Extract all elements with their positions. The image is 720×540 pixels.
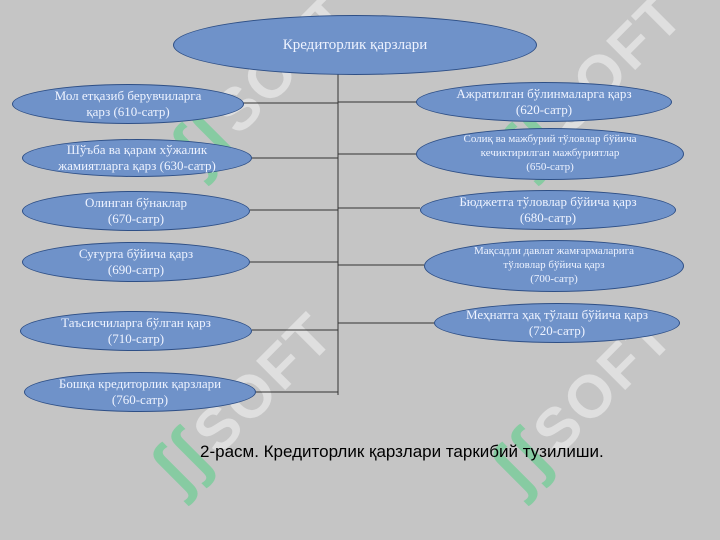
right-node-1: Ажратилган бўлинмаларга қарз (620-сатр) xyxy=(416,82,672,122)
right-node-4: Мақсадли давлат жамғармаларига тўловлар … xyxy=(424,240,684,292)
right-node-5: Меҳнатга ҳақ тўлаш бўйича қарз (720-сатр… xyxy=(434,303,680,343)
left-node-4: Суғурта бўйича қарз (690-сатр) xyxy=(22,242,250,282)
root-node: Кредиторлик қарзлари xyxy=(173,15,537,75)
right-node-3: Бюджетга тўловлар бўйича қарз (680-сатр) xyxy=(420,190,676,230)
left-node-2: Шўъба ва қарам хўжалик жамиятларга қарз … xyxy=(22,139,252,177)
right-node-2: Солиқ ва мажбурий тўловлар бўйича кечикт… xyxy=(416,128,684,180)
left-node-6: Бошқа кредиторлик қарзлари (760-сатр) xyxy=(24,372,256,412)
left-node-5: Таъсисчиларга бўлган қарз (710-сатр) xyxy=(20,311,252,351)
left-node-3: Олинган бўнаклар (670-сатр) xyxy=(22,191,250,231)
figure-caption: 2-расм. Кредиторлик қарзлари таркибий ту… xyxy=(200,442,604,461)
left-node-1: Мол етқазиб берувчиларга қарз (610-сатр) xyxy=(12,84,244,124)
